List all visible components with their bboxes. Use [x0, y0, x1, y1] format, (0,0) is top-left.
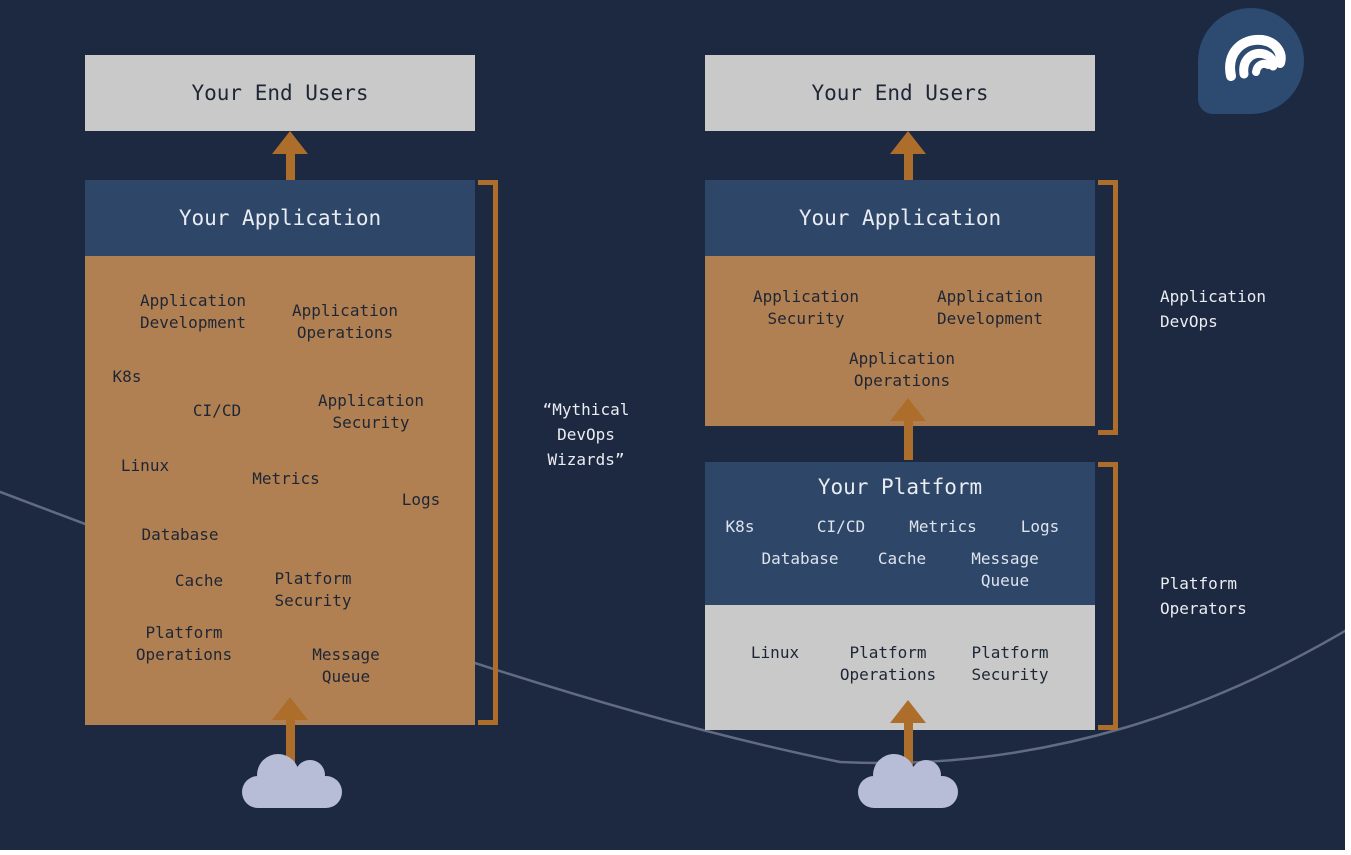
- right-application-body: [705, 256, 1095, 426]
- right-arrow-cloud-to-platform: [888, 700, 928, 765]
- arrow-stem: [285, 718, 295, 765]
- label-platform-operations: Platform Operations: [839, 643, 937, 684]
- label-cicd: CI/CD: [816, 517, 866, 536]
- label-logs: Logs: [401, 490, 441, 509]
- left-end-users-label: Your End Users: [191, 81, 369, 105]
- label-database: Database: [141, 525, 219, 544]
- label-application-security: Application Security: [753, 287, 859, 328]
- label-k8s: K8s: [112, 367, 142, 386]
- label-application-operations: Application Operations: [849, 349, 955, 390]
- arrow-head-icon: [272, 697, 308, 720]
- label-application-development: Application Development: [937, 287, 1043, 328]
- left-bracket-label: “Mythical DevOps Wizards”: [542, 400, 630, 469]
- left-application-title: Your Application: [178, 206, 382, 230]
- right-application-title: Your Application: [798, 206, 1002, 230]
- left-arrow-cloud-to-app: [270, 697, 310, 765]
- arrow-stem: [285, 152, 295, 180]
- arrow-stem: [903, 419, 913, 460]
- left-cloud-icon: [242, 754, 342, 808]
- label-platform-security: Platform Security: [971, 643, 1049, 684]
- label-metrics: Metrics: [909, 517, 977, 536]
- right-end-users-box: Your End Users: [705, 55, 1095, 131]
- label-application-operations: Application Operations: [292, 301, 398, 342]
- label-message-queue: Message Queue: [312, 645, 380, 686]
- label-message-queue: Message Queue: [971, 549, 1039, 590]
- right-platform-box: [705, 462, 1095, 605]
- label-platform-operations: Platform Operations: [135, 623, 233, 664]
- wave-icon: [1225, 34, 1286, 81]
- right-end-users-label: Your End Users: [811, 81, 989, 105]
- company-wave-logo: [1198, 8, 1304, 114]
- right-arrow-platform-to-app: [888, 398, 928, 460]
- arrow-head-icon: [272, 131, 308, 154]
- right-app-bracket: [1098, 180, 1118, 435]
- label-database: Database: [761, 549, 839, 568]
- right-platform-bracket: [1098, 462, 1118, 730]
- arrow-head-icon: [890, 700, 926, 723]
- label-application-security: Application Security: [318, 391, 424, 432]
- right-platform-title: Your Platform: [817, 475, 983, 499]
- right-application-header: Your Application: [705, 180, 1095, 256]
- label-metrics: Metrics: [252, 469, 320, 488]
- arrow-stem: [903, 721, 913, 765]
- left-arrow-app-to-users: [270, 131, 310, 180]
- arrow-head-icon: [890, 398, 926, 421]
- right-arrow-app-to-users: [888, 131, 928, 180]
- label-application-development: Application Development: [140, 291, 246, 332]
- label-linux: Linux: [750, 643, 800, 662]
- left-bracket: [478, 180, 498, 725]
- label-k8s: K8s: [725, 517, 755, 536]
- arrow-head-icon: [890, 131, 926, 154]
- right-app-bracket-label: Application DevOps: [1160, 287, 1266, 331]
- right-platform-bracket-label: Platform Operators: [1160, 574, 1247, 618]
- label-logs: Logs: [1020, 517, 1060, 536]
- label-cache: Cache: [174, 571, 224, 590]
- left-application-header: Your Application: [85, 180, 475, 256]
- left-end-users-box: Your End Users: [85, 55, 475, 131]
- label-linux: Linux: [120, 456, 170, 475]
- label-cicd: CI/CD: [192, 401, 242, 420]
- left-application-body: [85, 256, 475, 725]
- label-cache: Cache: [877, 549, 927, 568]
- arrow-stem: [903, 152, 913, 180]
- label-platform-security: Platform Security: [274, 569, 352, 610]
- right-cloud-icon: [858, 754, 958, 808]
